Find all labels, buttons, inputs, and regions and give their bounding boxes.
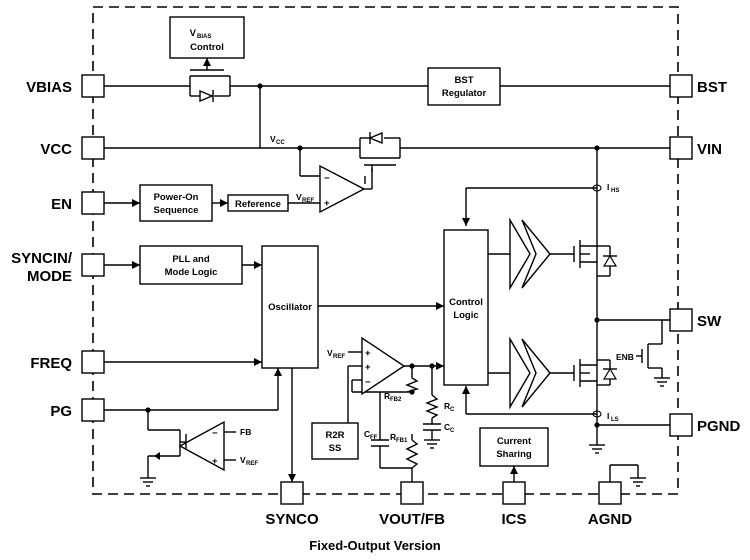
svg-text:Mode Logic: Mode Logic [165, 267, 218, 278]
vbias-switch-mosfet [189, 69, 231, 103]
svg-text:+: + [324, 198, 330, 209]
pin-label-ics: ICS [501, 511, 526, 528]
svg-text:+: + [365, 348, 371, 359]
svg-text:Sharing: Sharing [496, 449, 532, 460]
svg-text:V: V [327, 348, 333, 358]
pin-boxes [81, 74, 693, 505]
pg-comparator: − + [178, 420, 236, 472]
resistor-rfb2 [405, 377, 420, 393]
svg-text:Control: Control [190, 42, 224, 53]
svg-text:Reference: Reference [235, 199, 281, 210]
svg-text:I: I [607, 411, 609, 421]
enb-switch-mosfet [636, 343, 663, 378]
pin-label-syncin: SYNCIN/ [11, 250, 73, 267]
svg-text:CC: CC [276, 140, 285, 146]
pin-label-bst: BST [697, 79, 727, 96]
pin-label-sw: SW [697, 313, 722, 330]
ldo-pass-mosfet [359, 131, 401, 172]
svg-text:BST: BST [455, 75, 474, 86]
high-side-mosfet [573, 240, 618, 277]
ic-boundary [92, 6, 679, 495]
block-power-on-sequence: Power-On Sequence [139, 184, 213, 222]
svg-text:+: + [365, 362, 371, 373]
svg-text:Regulator: Regulator [442, 88, 487, 99]
svg-text:SS: SS [329, 443, 342, 454]
resistor-rfb1 [405, 439, 419, 469]
block-vbias-control: V BIAS Control [169, 16, 245, 59]
pin-label-pgnd: PGND [697, 418, 741, 435]
svg-text:LS: LS [611, 417, 619, 423]
current-sense-markers [592, 184, 602, 418]
arrowheads [132, 58, 518, 482]
block-control-logic: Control Logic [443, 229, 489, 386]
svg-text:−: − [212, 428, 218, 439]
junction-dots [145, 83, 600, 428]
svg-text:HS: HS [611, 188, 619, 194]
svg-text:C: C [444, 422, 450, 432]
wires [104, 58, 670, 482]
svg-text:REF: REF [302, 198, 314, 204]
capacitor-cc [423, 423, 441, 440]
diagram-caption: Fixed-Output Version [309, 538, 441, 553]
block-oscillator: Oscillator [261, 245, 319, 369]
svg-text:REF: REF [246, 461, 258, 467]
svg-text:−: − [365, 377, 371, 388]
svg-text:Power-On: Power-On [154, 192, 199, 203]
svg-text:R: R [444, 401, 450, 411]
svg-text:ENB: ENB [616, 352, 634, 362]
pin-label-en: EN [51, 196, 72, 213]
svg-text:V: V [190, 28, 197, 39]
resistor-rc [425, 394, 439, 419]
capacitor-cff [371, 439, 389, 455]
svg-text:FB: FB [240, 427, 251, 437]
pin-label-pg: PG [50, 403, 72, 420]
high-side-driver [509, 217, 551, 291]
svg-text:V: V [240, 455, 246, 465]
svg-text:Sequence: Sequence [154, 205, 199, 216]
pin-label-agnd: AGND [588, 511, 632, 528]
pin-label-vbias: VBIAS [26, 79, 72, 96]
block-current-sharing: Current Sharing [479, 427, 549, 467]
svg-text:C: C [450, 428, 455, 434]
svg-text:−: − [324, 173, 330, 184]
svg-text:Logic: Logic [453, 310, 478, 321]
pg-mosfet [147, 429, 187, 478]
pin-label-vout-fb: VOUT/FB [379, 511, 445, 528]
svg-text:REF: REF [333, 354, 345, 360]
pin-label-vcc: VCC [40, 141, 72, 158]
svg-text:R: R [390, 432, 396, 442]
svg-text:FF: FF [370, 435, 378, 441]
low-side-mosfet [573, 355, 618, 387]
svg-text:+: + [212, 456, 218, 467]
low-side-driver [509, 336, 551, 410]
svg-text:Oscillator: Oscillator [268, 302, 312, 313]
svg-text:FB2: FB2 [390, 397, 402, 403]
pin-label-synco: SYNCO [265, 511, 319, 528]
pin-label-vin: VIN [697, 141, 722, 158]
svg-text:Control: Control [449, 297, 483, 308]
svg-text:C: C [364, 429, 370, 439]
block-bst-regulator: BST Regulator [427, 67, 501, 106]
signal-labels: V CC V REF V REF V REF FB I HS I LS ENB … [240, 134, 634, 467]
svg-text:FB1: FB1 [396, 438, 408, 444]
svg-text:R2R: R2R [325, 430, 344, 441]
svg-text:Current: Current [497, 436, 532, 447]
block-pll-mode-logic: PLL and Mode Logic [139, 245, 243, 285]
svg-text:BIAS: BIAS [197, 34, 211, 40]
svg-text:R: R [384, 391, 390, 401]
block-r2r-ss: R2R SS [311, 422, 359, 460]
pin-label-freq: FREQ [30, 355, 72, 372]
ground-symbols [140, 377, 670, 487]
svg-text:C: C [450, 407, 455, 413]
svg-text:V: V [270, 134, 276, 144]
svg-text:I: I [607, 182, 609, 192]
svg-text:V: V [296, 192, 302, 202]
error-amplifier: + + − [361, 336, 406, 396]
ldo-error-amplifier: − + [319, 164, 373, 214]
svg-text:PLL and: PLL and [172, 254, 209, 265]
block-reference: Reference [227, 194, 289, 212]
pin-label-mode: MODE [27, 268, 72, 285]
